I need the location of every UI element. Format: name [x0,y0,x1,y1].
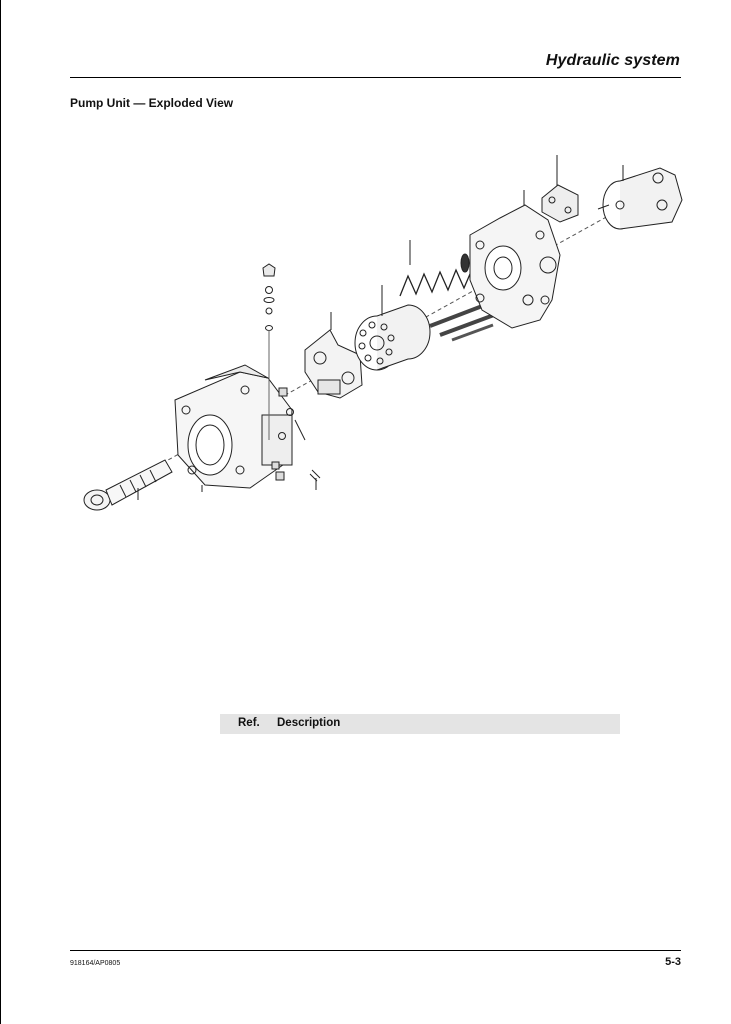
drive-shaft [83,459,173,511]
cylinder-block [354,285,431,371]
adaptor-block [541,155,579,223]
swash-plate [304,312,363,399]
footer-divider [70,950,681,951]
document-code: 918164/AP0805 [70,960,121,967]
page-edge-rule [0,0,1,1024]
description-column-header: Description [277,717,341,729]
chapter-title: Hydraulic system [545,52,680,69]
page-heading: Pump Unit — Exploded View [70,96,234,110]
page-number: 5-3 [665,956,681,968]
ref-column-header: Ref. [238,717,260,729]
housing-fittings [271,387,321,490]
relief-valve-stack [262,263,276,440]
end-cover [469,190,561,329]
pump-exploded-view-illustration [83,155,683,511]
header-divider [70,77,681,78]
pump-housing [174,364,293,492]
coil-spring [399,240,471,297]
parts-table-header: Ref. Description [220,714,620,734]
gear-pump [597,165,683,230]
